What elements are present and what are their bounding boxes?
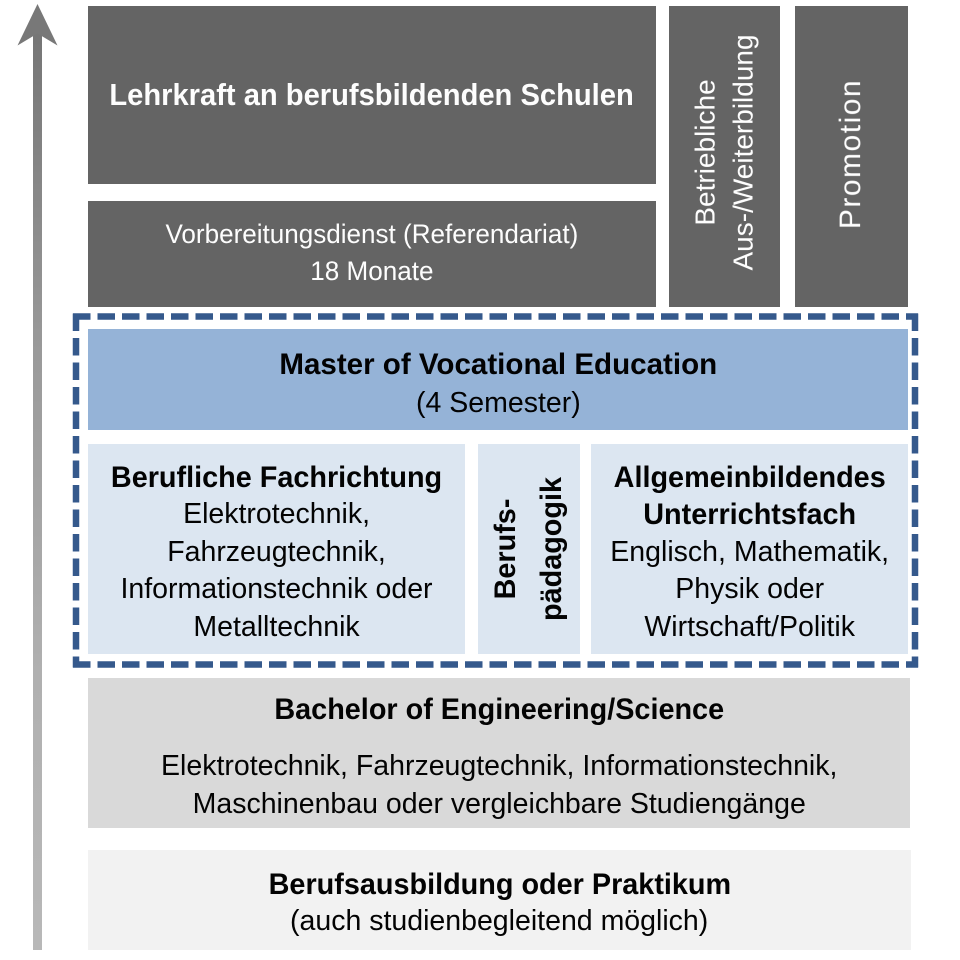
box-allgemeinbildendes-unterrichtsfach: Allgemeinbildendes Unterrichtsfach Engli… (591, 444, 908, 654)
berufsausbildung-subtitle: (auch studienbegleitend möglich) (290, 904, 709, 937)
arrow-head (17, 4, 58, 46)
box-master: Master of Vocational Education (4 Semest… (88, 329, 908, 430)
berufspaedagogik-line-2: pädagogik (535, 476, 569, 622)
fachrichtung-line-1: Elektrotechnik, (183, 498, 370, 531)
vorbereitung-line-2: 18 Monate (310, 255, 434, 286)
fachrichtung-line-3: Informationstechnik oder (120, 573, 433, 606)
box-berufliche-fachrichtung: Berufliche Fachrichtung Elektrotechnik, … (88, 444, 465, 654)
dashed-frame-lines (72, 313, 919, 668)
bachelor-title: Bachelor of Engineering/Science (274, 693, 724, 726)
fachrichtung-line-2: Fahrzeugtechnik, (167, 535, 386, 568)
upward-arrow (17, 4, 58, 950)
box-bachelor: Bachelor of Engineering/Science Elektrot… (88, 678, 910, 828)
master-title: Master of Vocational Education (279, 347, 717, 381)
betrieblich-line-2: Aus-/Weiterbildung (727, 34, 759, 271)
arrow-shaft (33, 30, 42, 950)
unterrichtsfach-line-3: Wirtschaft/Politik (644, 610, 855, 643)
unterrichtsfach-title-1: Allgemeinbildendes (613, 460, 886, 494)
unterrichtsfach-line-2: Physik oder (675, 573, 824, 606)
box-vorbereitungsdienst: Vorbereitungsdienst (Referendariat) 18 M… (88, 201, 656, 307)
box-lehrkraft: Lehrkraft an berufsbildenden Schulen (88, 6, 656, 184)
unterrichtsfach-title-2: Unterrichtsfach (643, 498, 856, 532)
betrieblich-line-1: Betriebliche (690, 79, 722, 226)
lehrkraft-title: Lehrkraft an berufsbildenden Schulen (109, 78, 635, 112)
box-betriebliche-aus-weiterbildung: Betriebliche Aus-/Weiterbildung (669, 6, 780, 307)
master-subtitle: (4 Semester) (415, 386, 581, 419)
box-berufspaedagogik: Berufs- pädagogik (478, 444, 580, 654)
bachelor-line-1: Elektrotechnik, Fahrzeugtechnik, Informa… (160, 750, 838, 782)
bachelor-line-2: Maschinenbau oder vergleichbare Studieng… (192, 787, 806, 820)
promotion-title: Promotion (834, 78, 868, 229)
berufspaedagogik-line-1: Berufs- (489, 498, 523, 600)
fachrichtung-line-4: Metalltechnik (193, 610, 360, 643)
berufsausbildung-title: Berufsausbildung oder Praktikum (268, 867, 731, 901)
box-promotion: Promotion (795, 6, 908, 307)
fachrichtung-title: Berufliche Fachrichtung (110, 460, 443, 494)
box-berufsausbildung: Berufsausbildung oder Praktikum (auch st… (88, 850, 911, 950)
unterrichtsfach-line-1: Englisch, Mathematik, (610, 535, 889, 568)
vorbereitung-line-1: Vorbereitungsdienst (Referendariat) (165, 219, 579, 249)
